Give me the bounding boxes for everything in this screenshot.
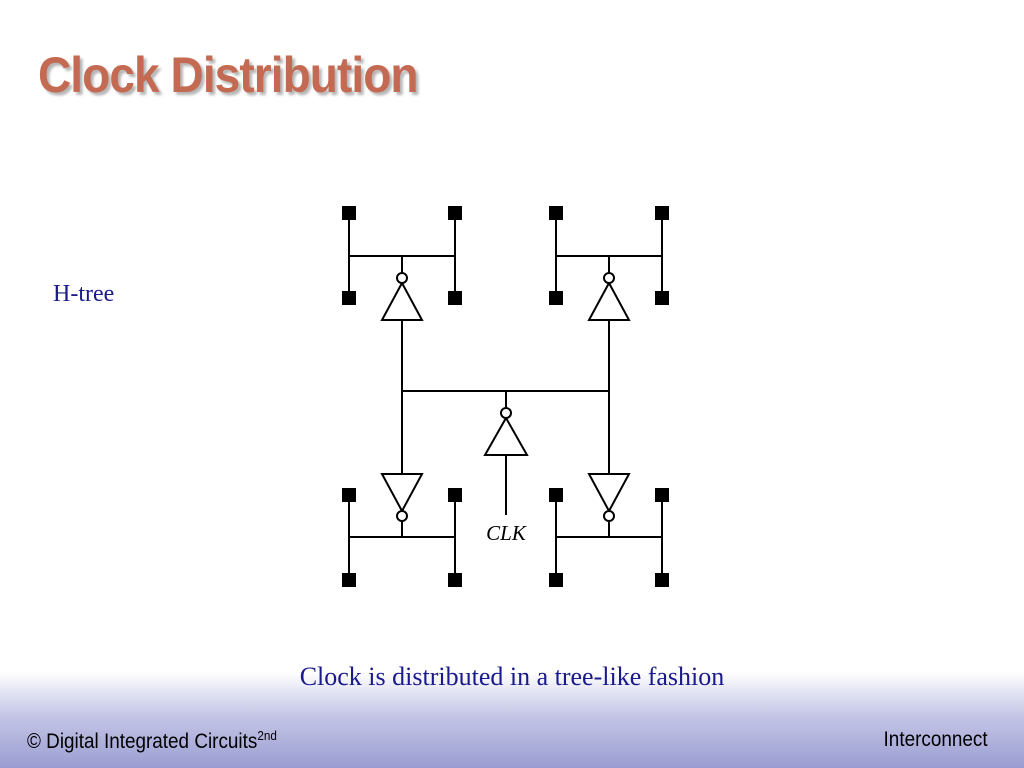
sink: [549, 573, 563, 587]
sink: [342, 573, 356, 587]
footer-gradient-band: [0, 672, 1024, 768]
sink: [655, 206, 669, 220]
footer-left-text: © Digital Integrated Circuits: [27, 730, 258, 753]
h-tree-label: H-tree: [53, 281, 115, 307]
bubble-top-left: [396, 272, 408, 284]
inverter-center: [483, 415, 529, 456]
sink: [448, 291, 462, 305]
sink: [448, 488, 462, 502]
bubble-center: [500, 407, 512, 419]
sink: [549, 488, 563, 502]
sink: [655, 573, 669, 587]
inverter-bottom-left: [380, 473, 424, 514]
bubble-top-right: [603, 272, 615, 284]
inverter-bottom-right: [587, 473, 631, 514]
h-tree-wires: [348, 220, 663, 575]
sink: [655, 488, 669, 502]
footer-section-name: Interconnect: [883, 728, 988, 751]
sink: [342, 206, 356, 220]
footer-course-title: © Digital Integrated Circuits2nd: [27, 728, 277, 754]
inverter-top-right: [587, 280, 631, 321]
bubble-bottom-right: [603, 510, 615, 522]
bubble-bottom-left: [396, 510, 408, 522]
clock-sinks: [342, 206, 669, 587]
clk-label: CLK: [486, 521, 527, 545]
slide-title: Clock Distribution: [38, 47, 418, 103]
sink: [655, 291, 669, 305]
sink: [549, 206, 563, 220]
sink: [549, 291, 563, 305]
footer-edition-superscript: 2nd: [257, 728, 277, 743]
h-tree-diagram: CLK: [342, 206, 669, 587]
slide-caption: Clock is distributed in a tree-like fash…: [299, 662, 725, 691]
sink: [342, 291, 356, 305]
sink: [448, 206, 462, 220]
sink: [448, 573, 462, 587]
sink: [342, 488, 356, 502]
inverter-top-left: [380, 280, 424, 321]
